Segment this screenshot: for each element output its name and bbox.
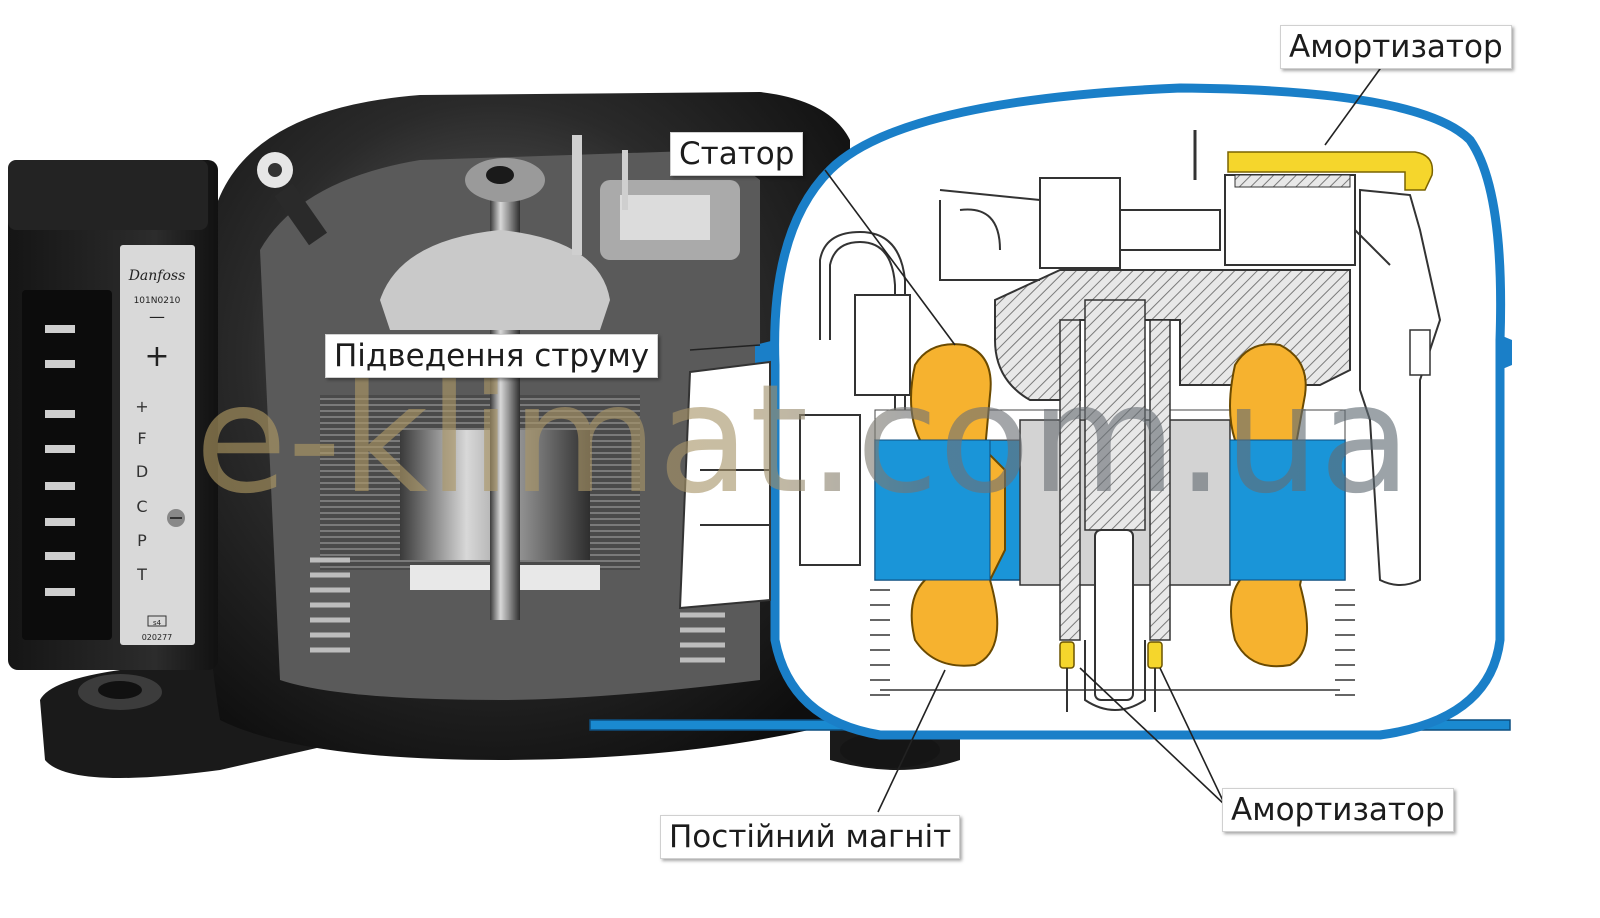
leader-power-lead [689, 344, 761, 351]
label-power-lead: Підведення струму [325, 334, 659, 378]
label-shock-absorber-bottom: Амортизатор [1222, 788, 1454, 832]
label-permanent-magnet: Постійний магніт [660, 815, 961, 859]
terminal-label: D [136, 462, 148, 481]
cutaway-schematic [589, 83, 1512, 740]
leader-stator [824, 169, 956, 346]
leader-magnet [877, 669, 946, 813]
cylinder-head [1039, 177, 1121, 269]
label-shock-absorber-top: Амортизатор [1280, 25, 1512, 69]
watermark: e-klimat.com.ua [195, 353, 1412, 527]
terminal-box [678, 360, 771, 610]
brand-logo: Danfoss [128, 268, 186, 284]
leader-shock-bottom-1 [1079, 667, 1226, 806]
model-number: 101N0210 [134, 296, 181, 306]
leader-lines [689, 61, 1386, 813]
label-plate [120, 245, 195, 645]
terminal-label: P [137, 531, 147, 550]
connector-socket [22, 290, 112, 640]
terminal-label: T [136, 565, 147, 584]
suction-muffler [1359, 188, 1442, 586]
plus-sign: + [144, 339, 169, 374]
power-lead-wire [819, 230, 906, 420]
version-mark: s4 [153, 619, 162, 627]
shock-absorber-bottom-right [1147, 641, 1163, 669]
crankshaft [1084, 299, 1146, 531]
connector-pins [45, 325, 75, 596]
serial-number: 020277 [142, 633, 173, 642]
electronic-control-box: Danfoss 101N0210 — + + F D C P T s4 0202… [8, 160, 218, 670]
leader-shock-bottom-2 [1159, 667, 1226, 806]
terminal-label: C [136, 497, 147, 516]
terminal-label: F [137, 429, 146, 448]
label-stator: Статор [670, 132, 804, 176]
leader-shock-top [1324, 61, 1386, 146]
minus-sign: — [149, 307, 165, 326]
shock-absorber-bottom-left [1059, 641, 1075, 669]
terminal-label: + [135, 397, 148, 416]
springs-schematic [870, 589, 1355, 696]
shock-absorber-top-pad [1227, 151, 1434, 191]
